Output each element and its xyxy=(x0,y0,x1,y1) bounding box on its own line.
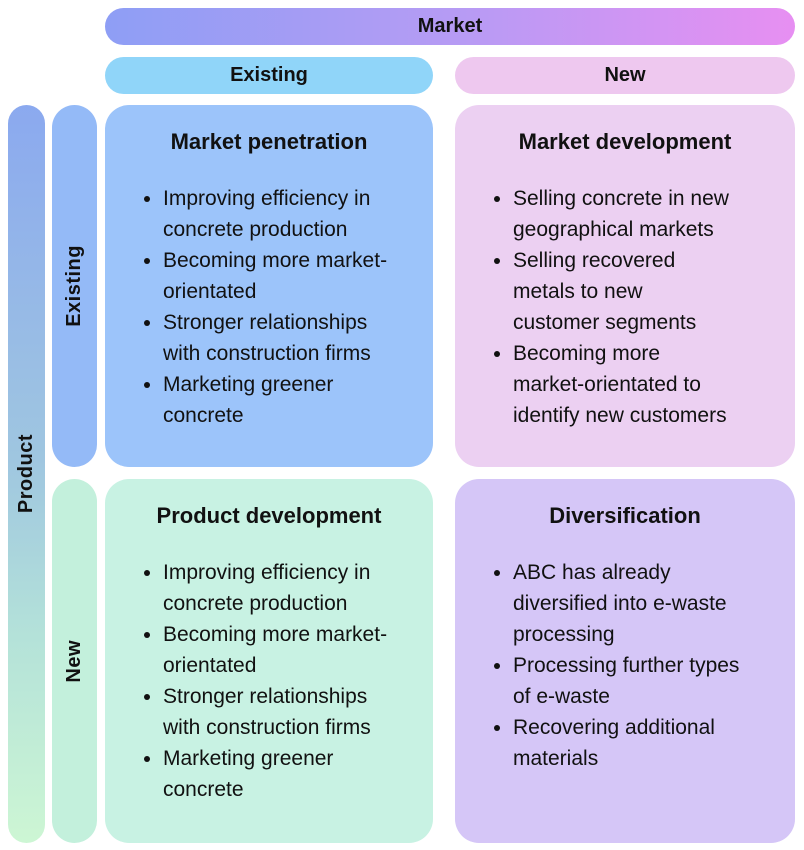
quadrant-title: Market development xyxy=(518,129,732,154)
market-existing-column-header: Existing xyxy=(105,57,433,94)
product-new-row-header: New xyxy=(52,479,97,843)
market-axis-header: Market xyxy=(105,8,795,45)
product-axis-header: Product xyxy=(8,105,45,843)
bullet-item: Marketing greener concrete xyxy=(163,743,427,805)
quadrant-market-development: Market development Selling concrete in n… xyxy=(455,105,795,467)
bullet-item: ABC has already diversified into e-waste… xyxy=(513,557,789,650)
quadrant-title: Product development xyxy=(156,503,382,528)
product-existing-row-label: Existing xyxy=(63,245,85,327)
market-new-column-header: New xyxy=(455,57,795,94)
quadrant-title: Market penetration xyxy=(170,129,368,154)
quadrant-market-penetration: Market penetration Improving efficiency … xyxy=(105,105,433,467)
bullet-item: Improving efficiency in concrete product… xyxy=(163,183,427,245)
bullet-item: Selling concrete in new geographical mar… xyxy=(513,183,789,245)
quadrant-product-development: Product development Improving efficiency… xyxy=(105,479,433,843)
bullet-item: Stronger relationships with construction… xyxy=(163,681,427,743)
bullet-list: ABC has already diversified into e-waste… xyxy=(455,557,795,774)
market-existing-column-label: Existing xyxy=(230,64,308,86)
bullet-list: Improving efficiency in concrete product… xyxy=(105,557,433,805)
bullet-item: Becoming more market- orientated xyxy=(163,619,427,681)
bullet-list: Improving efficiency in concrete product… xyxy=(105,183,433,431)
product-existing-row-header: Existing xyxy=(52,105,97,467)
bullet-item: Recovering additional materials xyxy=(513,712,789,774)
quadrant-title: Diversification xyxy=(549,503,701,528)
product-axis-label: Product xyxy=(15,434,37,514)
bullet-item: Processing further types of e-waste xyxy=(513,650,789,712)
bullet-item: Selling recovered metals to new customer… xyxy=(513,245,789,338)
bullet-item: Becoming more market- orientated xyxy=(163,245,427,307)
market-axis-label: Market xyxy=(417,15,483,37)
bullet-item: Becoming more market-orientated to ident… xyxy=(513,338,789,431)
bullet-item: Improving efficiency in concrete product… xyxy=(163,557,427,619)
bullet-item: Marketing greener concrete xyxy=(163,369,427,431)
product-new-row-label: New xyxy=(63,639,85,683)
bullet-list: Selling concrete in new geographical mar… xyxy=(455,183,795,431)
quadrant-diversification: Diversification ABC has already diversif… xyxy=(455,479,795,843)
market-new-column-label: New xyxy=(604,64,646,86)
bullet-item: Stronger relationships with construction… xyxy=(163,307,427,369)
